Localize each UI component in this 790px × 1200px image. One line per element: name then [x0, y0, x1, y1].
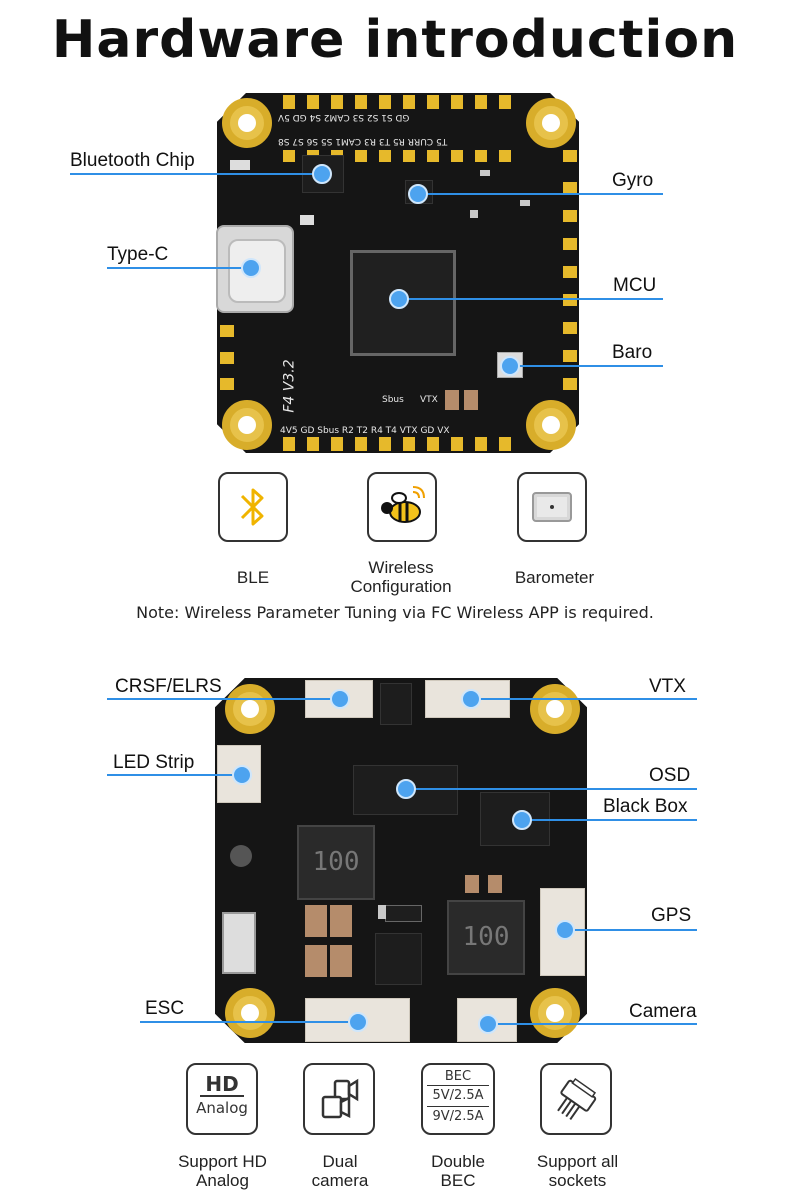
callout-black-box: Black Box [603, 796, 688, 817]
callout-dot [478, 1014, 498, 1034]
bee-icon [381, 486, 425, 523]
callout-line [509, 365, 663, 367]
callout-dot [512, 810, 532, 830]
barometer-label: Barometer [514, 568, 595, 587]
hd-badge-bottom: Analog [196, 1099, 248, 1117]
callout-dot [232, 765, 252, 785]
dual-camera-feature-box [303, 1063, 375, 1135]
callout-line [398, 298, 663, 300]
mounting-hole [222, 400, 272, 450]
mounting-hole [526, 400, 576, 450]
socket-icon [557, 1077, 597, 1120]
bec-feature-box: BEC 5V/2.5A 9V/2.5A [421, 1063, 495, 1135]
inductor-2: 100 [447, 900, 525, 975]
wireless-note: Note: Wireless Parameter Tuning via FC W… [136, 603, 654, 622]
bec-badge-mid: 5V/2.5A [427, 1085, 489, 1106]
mounting-hole [225, 684, 275, 734]
usb-c-port [216, 225, 294, 313]
callout-type-c: Type-C [107, 244, 169, 265]
callout-dot [555, 920, 575, 940]
dual-camera-icon [321, 1078, 359, 1119]
callout-line [107, 267, 250, 269]
callout-gps: GPS [651, 905, 692, 926]
mounting-hole [530, 988, 580, 1038]
silk-version: F4 V3.2 [281, 359, 298, 413]
callout-led-strip: LED Strip [113, 752, 195, 773]
bec-badge-bottom: 9V/2.5A [427, 1106, 489, 1127]
callout-dot [241, 258, 261, 278]
callout-line [70, 173, 322, 175]
bec-label: Double BEC [431, 1152, 485, 1190]
callout-line [487, 1023, 697, 1025]
dual-camera-label: Dual camera [311, 1152, 369, 1190]
inductor-1: 100 [297, 825, 375, 900]
callout-line [140, 1021, 358, 1023]
callout-dot [348, 1012, 368, 1032]
callout-line [406, 788, 697, 790]
pcb-board-bottom [215, 678, 587, 1043]
callout-mcu: MCU [613, 275, 657, 296]
sockets-label: Support all sockets [536, 1152, 619, 1190]
callout-dot [330, 689, 350, 709]
hd-analog-icon: HD Analog [188, 1073, 256, 1119]
bluetooth-icon [240, 488, 264, 526]
callout-line [565, 929, 697, 931]
hd-badge-top: HD [200, 1073, 244, 1097]
callout-baro: Baro [612, 342, 653, 363]
wireless-label: Wireless Configuration [350, 558, 452, 596]
mounting-hole [526, 98, 576, 148]
wireless-feature-box [367, 472, 437, 542]
callout-line [470, 698, 697, 700]
hd-analog-label: Support HD Analog [178, 1152, 267, 1190]
silk-top-labels: GD S1 S2 S3 CAM2 S4 GD 5V [278, 112, 410, 122]
callout-dot [396, 779, 416, 799]
silk-top-labels-2: T5 CURR R5 T3 R3 CAM1 S5 S6 S7 S8 [278, 136, 448, 146]
hd-analog-feature-box: HD Analog [186, 1063, 258, 1135]
mounting-hole [225, 988, 275, 1038]
sockets-feature-box [540, 1063, 612, 1135]
callout-dot [389, 289, 409, 309]
callout-line [418, 193, 663, 195]
page-title: Hardware introduction [51, 10, 739, 70]
callout-gyro: Gyro [612, 170, 654, 191]
mounting-hole [530, 684, 580, 734]
callout-line [107, 774, 242, 776]
barometer-feature-box [517, 472, 587, 542]
regulator-chip [380, 683, 412, 725]
silk-sbus: Sbus [382, 395, 404, 405]
silk-bottom-labels: 4V5 GD Sbus R2 T2 R4 T4 VTX GD VX [280, 426, 450, 436]
silk-vtx: VTX [420, 395, 438, 405]
ble-label: BLE [236, 568, 270, 587]
callout-line [522, 819, 697, 821]
callout-dot [312, 164, 332, 184]
callout-bluetooth-chip: Bluetooth Chip [70, 150, 195, 171]
callout-dot [461, 689, 481, 709]
callout-crsf-elrs: CRSF/ELRS [115, 676, 222, 697]
callout-vtx: VTX [649, 676, 686, 697]
callout-camera: Camera [629, 1001, 697, 1022]
bec-badge-top: BEC [444, 1069, 472, 1084]
callout-line [107, 698, 339, 700]
callout-esc: ESC [145, 998, 185, 1019]
callout-dot [408, 184, 428, 204]
ble-feature-box [218, 472, 288, 542]
barometer-icon [532, 492, 572, 522]
callout-dot [500, 356, 520, 376]
callout-osd: OSD [649, 765, 691, 786]
boot-button [222, 912, 256, 974]
bec-icon: BEC 5V/2.5A 9V/2.5A [423, 1069, 493, 1127]
mosfet-chip [375, 933, 422, 985]
mounting-hole [222, 98, 272, 148]
